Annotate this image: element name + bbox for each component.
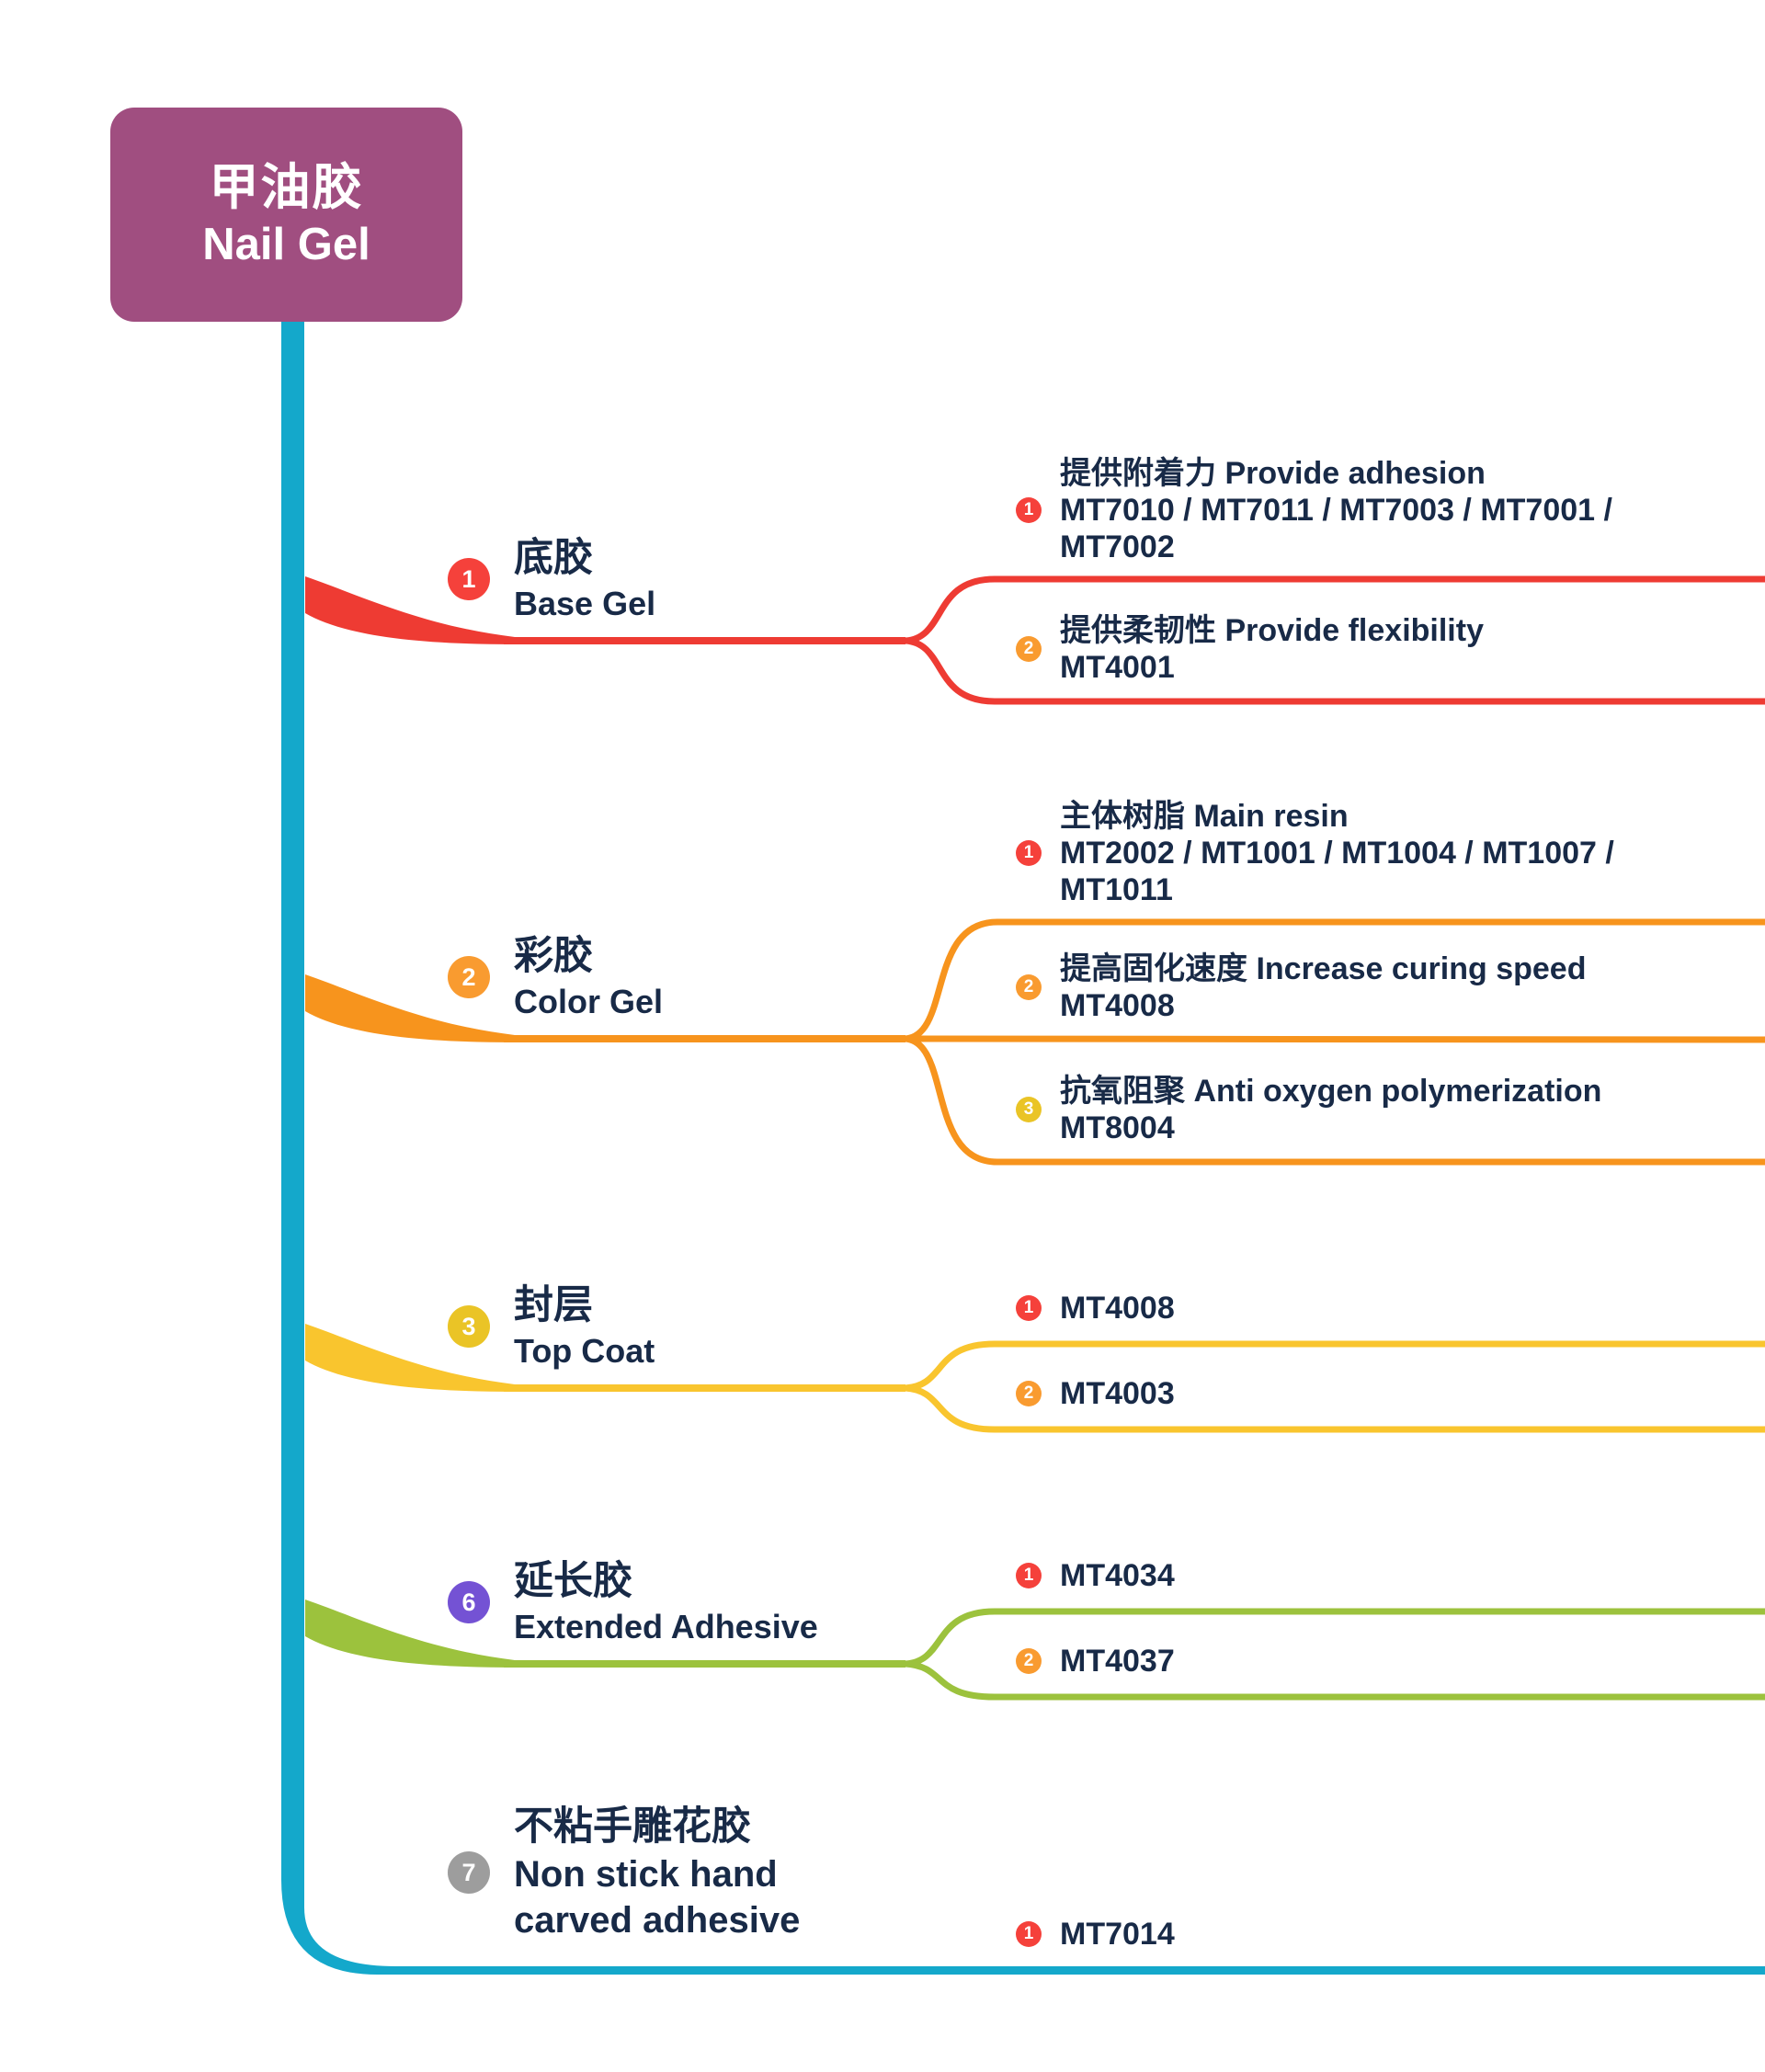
branch-3-child-line-1 (905, 1340, 1765, 1392)
branch-6-number-badge: 6 (448, 1581, 490, 1623)
branch-2-label-zh: 彩胶 (514, 934, 593, 978)
branch-1-node: 1 底胶 Base Gel (448, 533, 655, 625)
branch-6-child-2: 2 MT4037 (1016, 1643, 1175, 1679)
branch-6-child-line-1 (905, 1608, 1765, 1668)
branch-7-child-1: 1 MT7014 (1016, 1916, 1175, 1952)
child-number-badge: 2 (1016, 974, 1042, 1000)
branch-1-child-line-1 (905, 575, 1765, 644)
branch-3-child-2: 2 MT4003 (1016, 1375, 1175, 1412)
branch-6-label-en: Extended Adhesive (514, 1608, 818, 1645)
child-number-badge: 1 (1016, 497, 1042, 523)
branch-6-child-1: 1 MT4034 (1016, 1557, 1175, 1594)
branch-6-child-line-2 (905, 1660, 1765, 1701)
branch-3-node: 3 封层 Top Coat (448, 1281, 655, 1372)
branch-3-label-zh: 封层 (514, 1283, 593, 1327)
root-title-en: Nail Gel (202, 219, 370, 269)
branch-1-label-en: Base Gel (514, 585, 656, 622)
child-text-line: MT4003 (1060, 1376, 1175, 1411)
child-text-line: MT8004 (1060, 1110, 1175, 1145)
branch-7-label-en-line2: carved adhesive (514, 1900, 801, 1941)
child-number-badge: 1 (1016, 1295, 1042, 1321)
branch-2-child-line-2 (905, 1035, 1765, 1043)
branch-1-label-zh: 底胶 (514, 536, 593, 580)
branch-7-number-badge: 7 (448, 1851, 490, 1894)
branch-2-child-line-1 (905, 918, 1765, 1042)
branch-6-taper (305, 1600, 515, 1668)
child-text-line: MT7002 (1060, 529, 1175, 564)
child-text-line: 提供柔韧性 Provide flexibility (1060, 613, 1484, 648)
child-text-line: MT4008 (1060, 988, 1175, 1023)
child-text-line: MT2002 / MT1001 / MT1004 / MT1007 / (1060, 836, 1614, 871)
child-number-badge: 2 (1016, 1381, 1042, 1406)
branch-6-node: 6 延长胶 Extended Adhesive (448, 1556, 818, 1648)
child-number-badge: 1 (1016, 1563, 1042, 1588)
child-number-badge: 2 (1016, 636, 1042, 662)
branch-1-taper (305, 576, 515, 644)
root-title-zh: 甲油胶 (209, 159, 364, 215)
branch-7-node: 7 不粘手雕花胶 Non stick hand carved adhesive (448, 1802, 800, 1943)
branch-1-child-1: 1 提供附着力 Provide adhesion MT7010 / MT7011… (1016, 455, 1612, 565)
branch-1-number-badge: 1 (448, 558, 490, 600)
branch-3-child-1: 1 MT4008 (1016, 1290, 1175, 1326)
branch-3-child-line-2 (905, 1384, 1765, 1433)
branch-3-label-en: Top Coat (514, 1332, 655, 1370)
branch-1-child-2: 2 提供柔韧性 Provide flexibility MT4001 (1016, 612, 1484, 686)
branch-2-taper (305, 974, 515, 1042)
branch-2-child-3: 3 抗氧阻聚 Anti oxygen polymerization MT8004 (1016, 1073, 1601, 1146)
child-text-line: 主体树脂 Main resin (1060, 799, 1349, 834)
branch-2-label-en: Color Gel (514, 983, 664, 1020)
child-text-line: MT1011 (1060, 872, 1173, 907)
branch-1-child-line-2 (905, 637, 1765, 705)
child-text-line: 抗氧阻聚 Anti oxygen polymerization (1060, 1074, 1602, 1109)
child-text-line: MT4034 (1060, 1558, 1175, 1593)
child-number-badge: 3 (1016, 1097, 1042, 1122)
branch-2-number-badge: 2 (448, 956, 490, 998)
child-text-line: MT4037 (1060, 1644, 1175, 1679)
branch-2-child-2: 2 提高固化速度 Increase curing speed MT4008 (1016, 951, 1587, 1024)
branch-2-child-line-3 (905, 1035, 1765, 1166)
child-text-line: 提供附着力 Provide adhesion (1060, 456, 1486, 491)
child-number-badge: 1 (1016, 840, 1042, 866)
branch-6-label-zh: 延长胶 (514, 1559, 632, 1603)
root-node: 甲油胶 Nail Gel (110, 108, 462, 322)
branch-3-number-badge: 3 (448, 1305, 490, 1348)
branch-3-taper (305, 1324, 515, 1392)
branch-2-node: 2 彩胶 Color Gel (448, 931, 663, 1023)
child-number-badge: 2 (1016, 1648, 1042, 1674)
child-number-badge: 1 (1016, 1921, 1042, 1947)
child-text-line: MT7010 / MT7011 / MT7003 / MT7001 / (1060, 493, 1612, 528)
branch-7-label-zh: 不粘手雕花胶 (514, 1804, 751, 1849)
child-text-line: MT7014 (1060, 1917, 1175, 1952)
child-text-line: 提高固化速度 Increase curing speed (1060, 951, 1587, 986)
child-text-line: MT4008 (1060, 1291, 1175, 1326)
branch-2-child-1: 1 主体树脂 Main resin MT2002 / MT1001 / MT10… (1016, 798, 1614, 908)
branch-7-label-en-line1: Non stick hand (514, 1854, 778, 1895)
child-text-line: MT4001 (1060, 650, 1175, 685)
